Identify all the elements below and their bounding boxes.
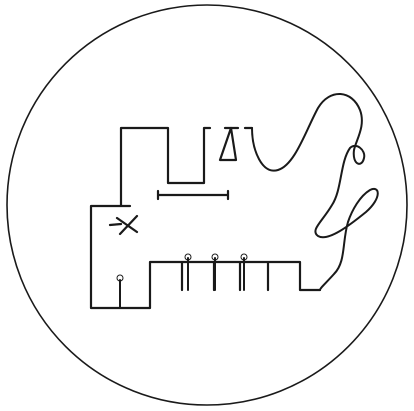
bell-icon: [220, 128, 238, 160]
looping-string: [252, 94, 378, 290]
outer-circle-border: [7, 5, 407, 405]
x-mark: [110, 216, 137, 234]
horizontal-bar: [158, 191, 228, 199]
building-outline: [91, 128, 320, 308]
